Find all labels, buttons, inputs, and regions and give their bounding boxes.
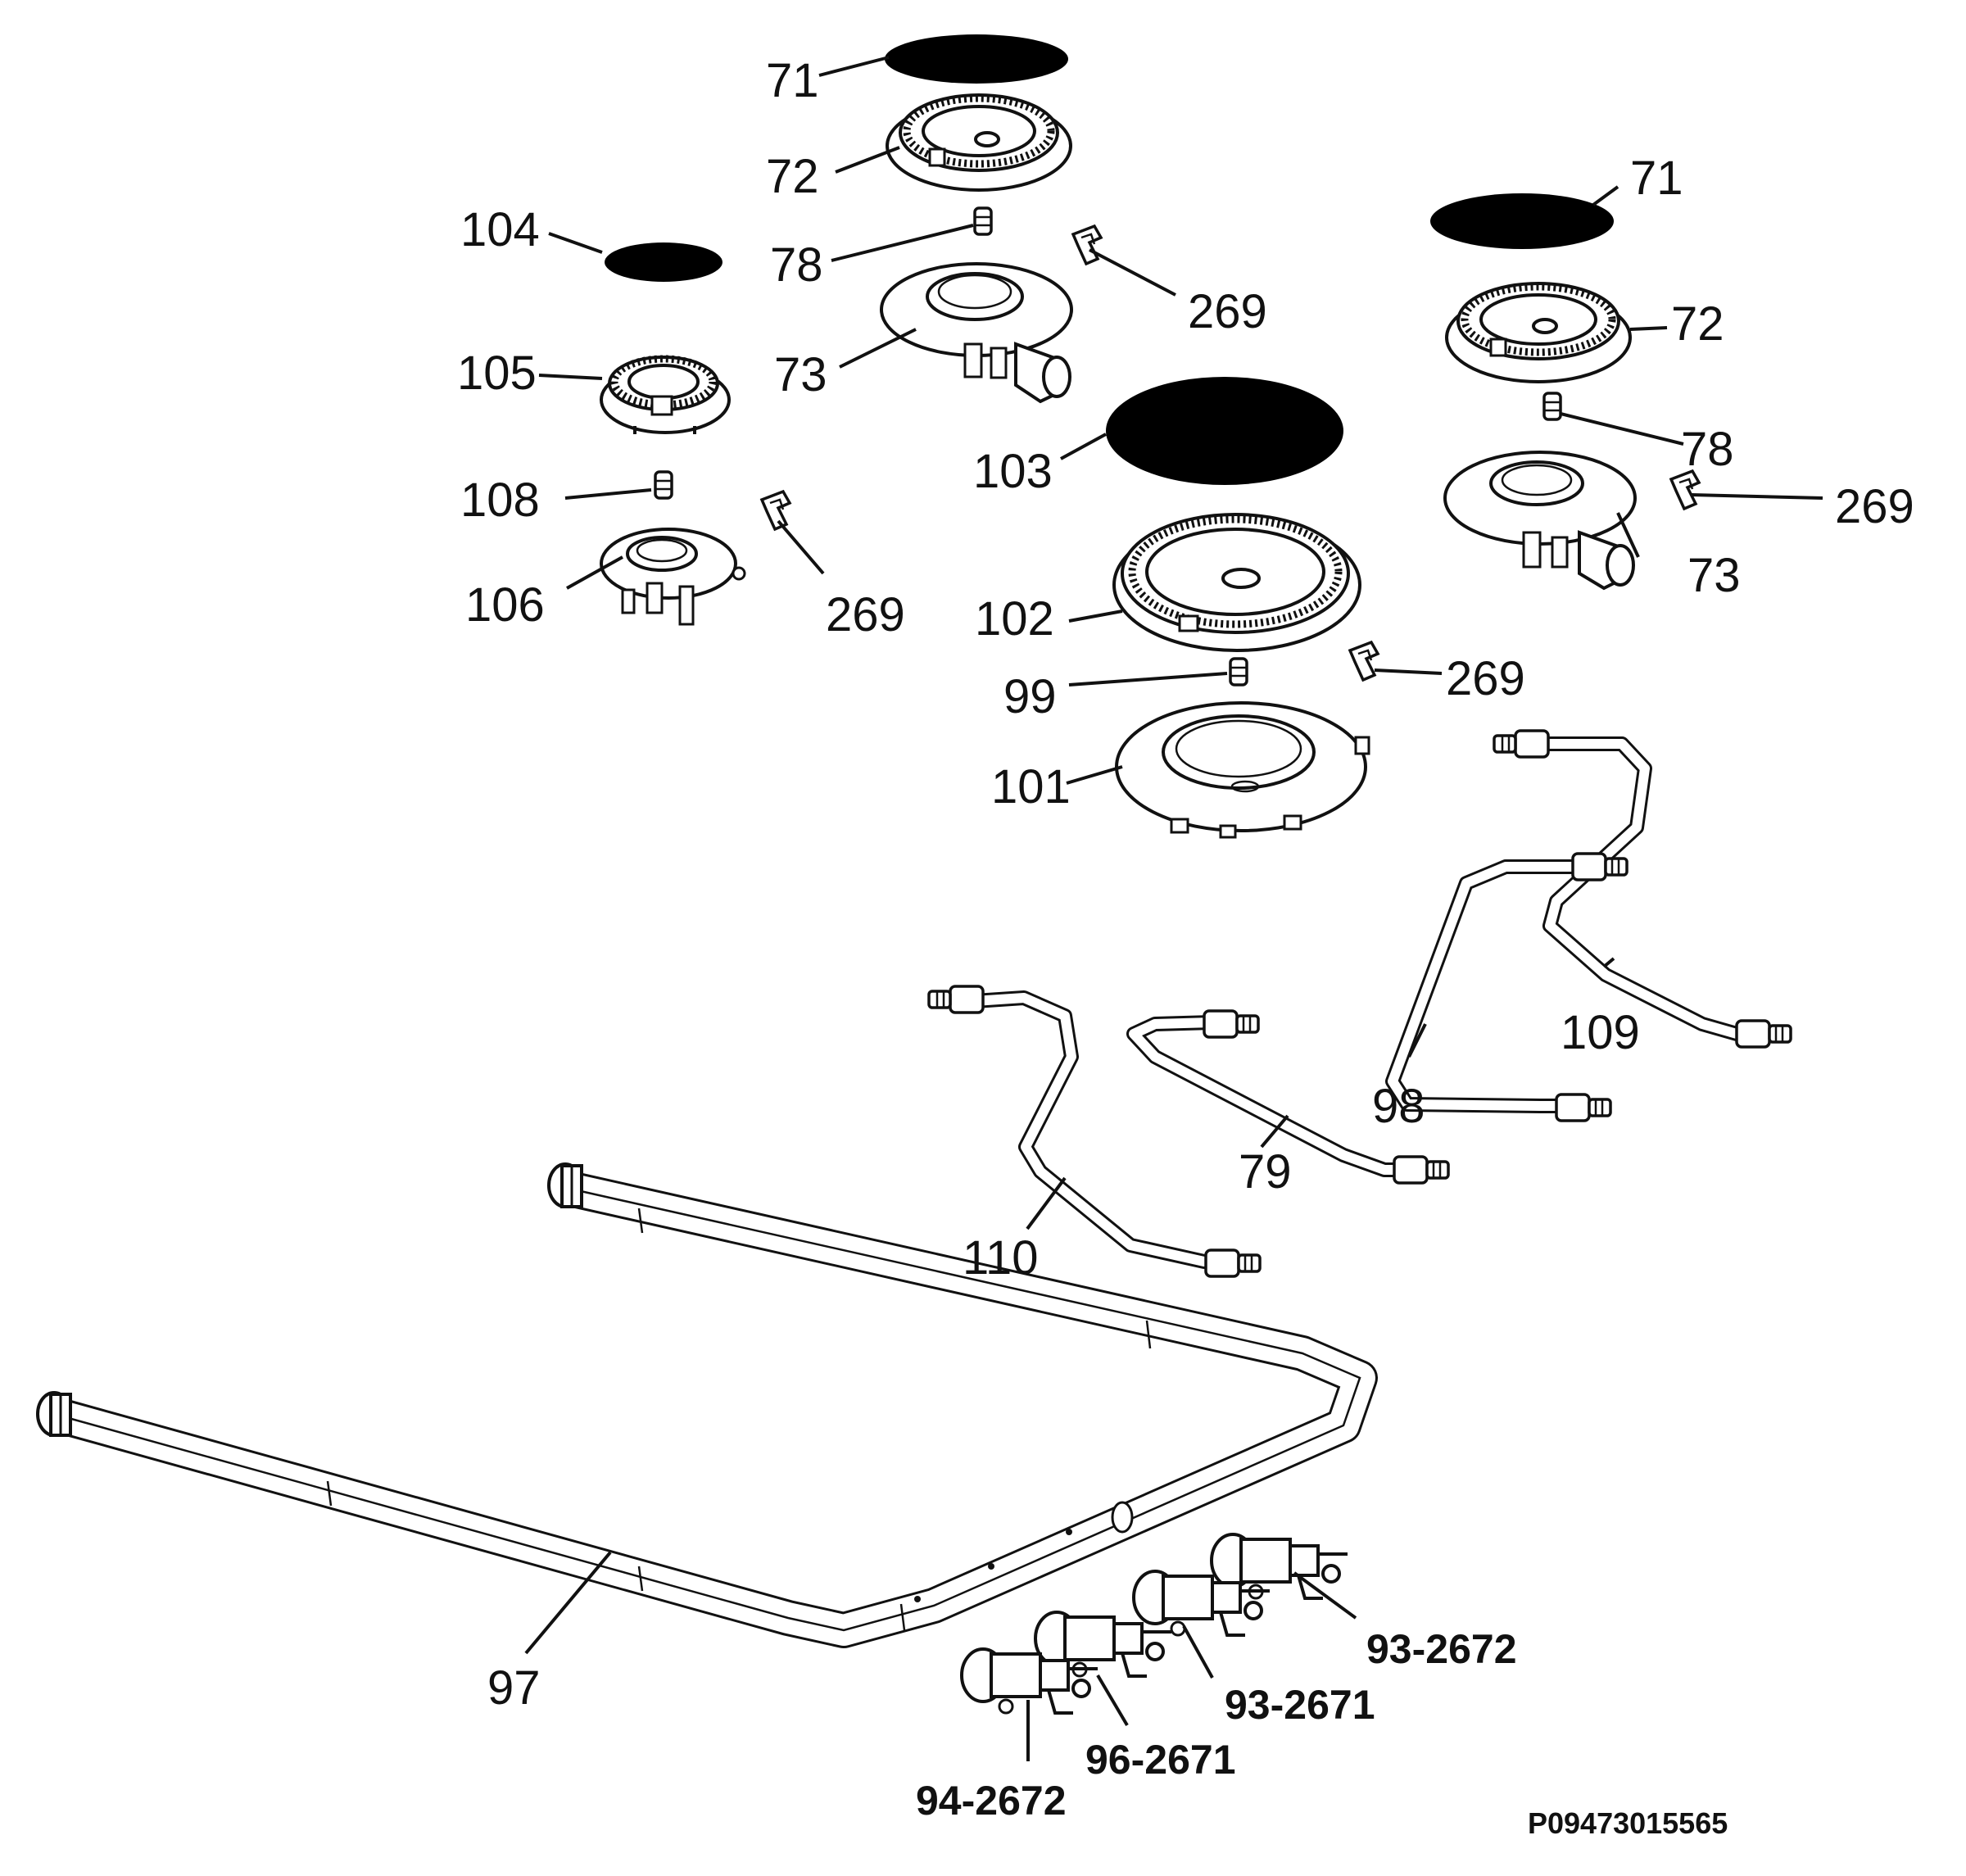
label-269-right: 269 [1835, 480, 1914, 533]
label-71-top: 71 [766, 54, 819, 107]
leader-lines [524, 56, 1823, 1761]
label-93-2671: 93-2671 [1225, 1682, 1375, 1728]
label-104: 104 [460, 203, 540, 256]
label-73-top: 73 [774, 348, 827, 401]
gas-pipe-109 [1493, 729, 1792, 1049]
manifold-end-cap-lower [36, 1391, 72, 1437]
label-102: 102 [975, 592, 1054, 646]
manifold-end-cap-upper [547, 1162, 583, 1208]
label-71-right: 71 [1630, 152, 1683, 205]
gas-pipe-110 [927, 985, 1262, 1278]
clip-large [1348, 641, 1379, 682]
burner-head-large [1112, 513, 1361, 652]
burner-cap-right [1430, 193, 1614, 249]
label-79: 79 [1239, 1145, 1292, 1199]
label-101: 101 [991, 760, 1071, 813]
clip-small [760, 490, 791, 531]
burner-head-right [1445, 282, 1632, 383]
burner-body-right [1443, 451, 1637, 591]
spacer-right [1542, 392, 1562, 421]
label-98: 98 [1372, 1080, 1425, 1133]
label-269-large: 269 [1446, 652, 1525, 705]
burner-head-small [600, 355, 731, 434]
label-269-small: 269 [826, 588, 905, 641]
gas-pipe-98 [1385, 852, 1629, 1122]
label-78-right: 78 [1681, 423, 1734, 476]
gas-pipe-79 [1126, 1009, 1450, 1185]
label-99: 99 [1003, 670, 1057, 723]
label-72-top: 72 [766, 150, 819, 203]
label-96-2671: 96-2671 [1085, 1737, 1236, 1783]
drawing-code: P09473015565 [1528, 1806, 1728, 1840]
label-106: 106 [465, 578, 545, 632]
clip-top [1071, 224, 1103, 265]
label-103: 103 [973, 445, 1053, 498]
label-269-top: 269 [1188, 285, 1267, 338]
label-110: 110 [963, 1231, 1038, 1285]
burner-cap-small [605, 242, 723, 282]
burner-cap-large [1106, 377, 1343, 485]
manifold-tube [36, 1162, 1378, 1648]
burner-body-top [880, 262, 1073, 404]
label-108: 108 [460, 474, 540, 527]
burner-cap-top [885, 34, 1068, 84]
burner-head-top [886, 93, 1072, 192]
spacer-small [654, 470, 673, 500]
burner-body-small [600, 528, 746, 626]
label-72-right: 72 [1671, 297, 1724, 351]
label-97: 97 [487, 1661, 541, 1715]
label-94-2672: 94-2672 [916, 1778, 1067, 1824]
label-105: 105 [457, 347, 537, 400]
clip-right [1669, 469, 1701, 510]
label-78-top: 78 [770, 238, 823, 292]
spacer-top [973, 206, 993, 236]
label-109: 109 [1561, 1006, 1640, 1059]
burner-body-large [1115, 701, 1370, 839]
label-93-2672: 93-2672 [1366, 1626, 1517, 1672]
label-73-right: 73 [1687, 549, 1741, 602]
injector-large [1229, 657, 1248, 687]
